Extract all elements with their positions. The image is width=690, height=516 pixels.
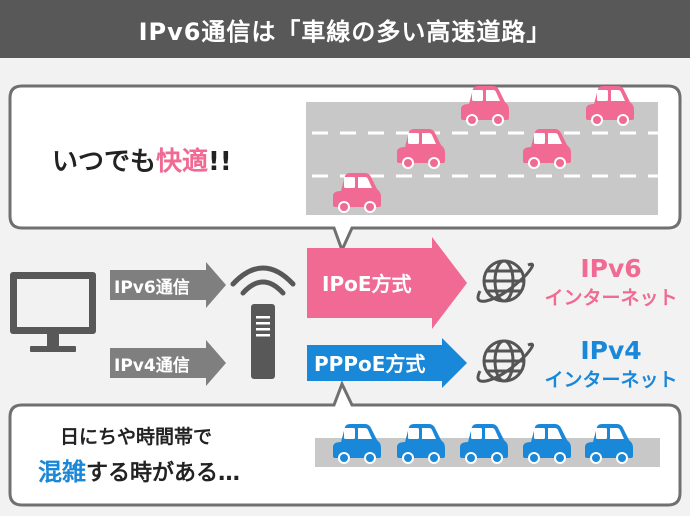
- globe-icon: [476, 339, 535, 383]
- ipoe-label: IPoE方式: [322, 272, 412, 296]
- page-title: IPv6通信は「車線の多い高速道路」: [0, 0, 690, 58]
- ipv6-flow-label: IPv6通信: [114, 277, 190, 298]
- pppoe-arrow: PPPoE方式: [307, 338, 467, 388]
- ipv4-internet-sub: インターネット: [544, 369, 677, 391]
- ipv4-road: [315, 424, 660, 467]
- wifi-icon: [230, 265, 296, 296]
- ipv6-internet-sub: インターネット: [544, 287, 677, 309]
- ipv6-destination: IPv6 インターネット: [544, 254, 677, 309]
- ipv6-road: [306, 86, 658, 215]
- top-bubble-text: いつでも快適!!: [52, 146, 232, 177]
- ipv6-flow-arrow: IPv6通信: [110, 262, 226, 308]
- router-icon: [251, 304, 275, 379]
- bottom-bubble-line2: 混雑する時がある…: [38, 458, 240, 486]
- pppoe-label: PPPoE方式: [314, 352, 425, 376]
- ipv4-flow-label: IPv4通信: [114, 355, 190, 376]
- bottom-bubble-line1: 日にちや時間帯で: [60, 425, 212, 448]
- globe-icon: [476, 259, 535, 303]
- ipv4-destination: IPv4 インターネット: [544, 336, 677, 391]
- ipv4-internet-title: IPv4: [580, 336, 641, 365]
- ipv6-internet-title: IPv6: [580, 254, 641, 283]
- monitor-icon: [10, 272, 96, 352]
- ipv4-flow-arrow: IPv4通信: [110, 340, 226, 386]
- ipoe-arrow: IPoE方式: [307, 237, 467, 329]
